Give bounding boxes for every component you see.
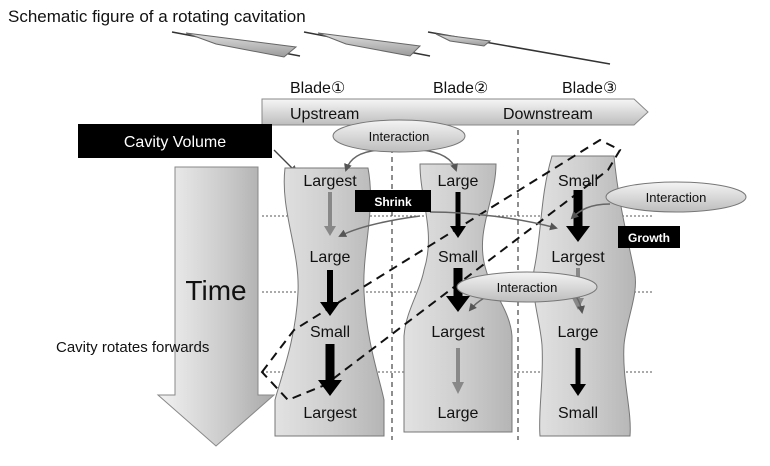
state-b1-t1: Largest [303,173,357,190]
state-b2-t1: Large [438,173,479,190]
state-b2-t3: Largest [431,324,485,341]
blade-3-plate [435,33,492,47]
state-b3-t4: Small [558,405,598,422]
interaction-bubble-3 [456,271,598,303]
blade-2-label: Blade② [433,80,488,97]
diagram-title: Schematic figure of a rotating cavitatio… [8,7,306,26]
state-b1-t4: Largest [303,405,357,422]
interaction-bubble-2 [605,181,747,213]
blade-1-label: Blade① [290,80,345,97]
blade-1-plate [185,32,298,58]
cavity-volume-label: Cavity Volume [124,134,226,151]
interaction-label-2: Interaction [646,190,707,205]
state-b2-t4: Large [438,405,479,422]
blade-plates [171,31,611,65]
blade-2-plate [317,32,422,57]
state-b1-t2: Large [310,249,351,266]
cavity-volume-box [78,124,272,158]
state-b1-t3: Small [310,324,350,341]
flow-arrow [261,98,649,126]
growth-label: Growth [628,231,670,245]
state-b2-t2: Small [438,249,478,266]
state-b3-t1: Small [558,173,598,190]
state-labels: Largest Large Small Largest Large Small … [303,173,605,422]
interaction-bubble-1 [332,119,466,153]
rotation-band [260,138,622,402]
growth-tag [618,226,680,248]
interaction-label-3: Interaction [497,280,558,295]
shrink-label: Shrink [374,195,412,209]
shrink-tag [355,190,431,212]
time-arrow [156,166,276,447]
state-arrows [318,190,590,396]
rotates-label: Cavity rotates forwards [56,339,209,356]
time-label: Time [185,275,246,306]
interaction-label-1: Interaction [369,129,430,144]
downstream-label: Downstream [503,106,593,123]
state-b3-t2: Largest [551,249,605,266]
blade-3-label: Blade③ [562,80,617,97]
state-b3-t3: Large [558,324,599,341]
upstream-label: Upstream [290,106,359,123]
